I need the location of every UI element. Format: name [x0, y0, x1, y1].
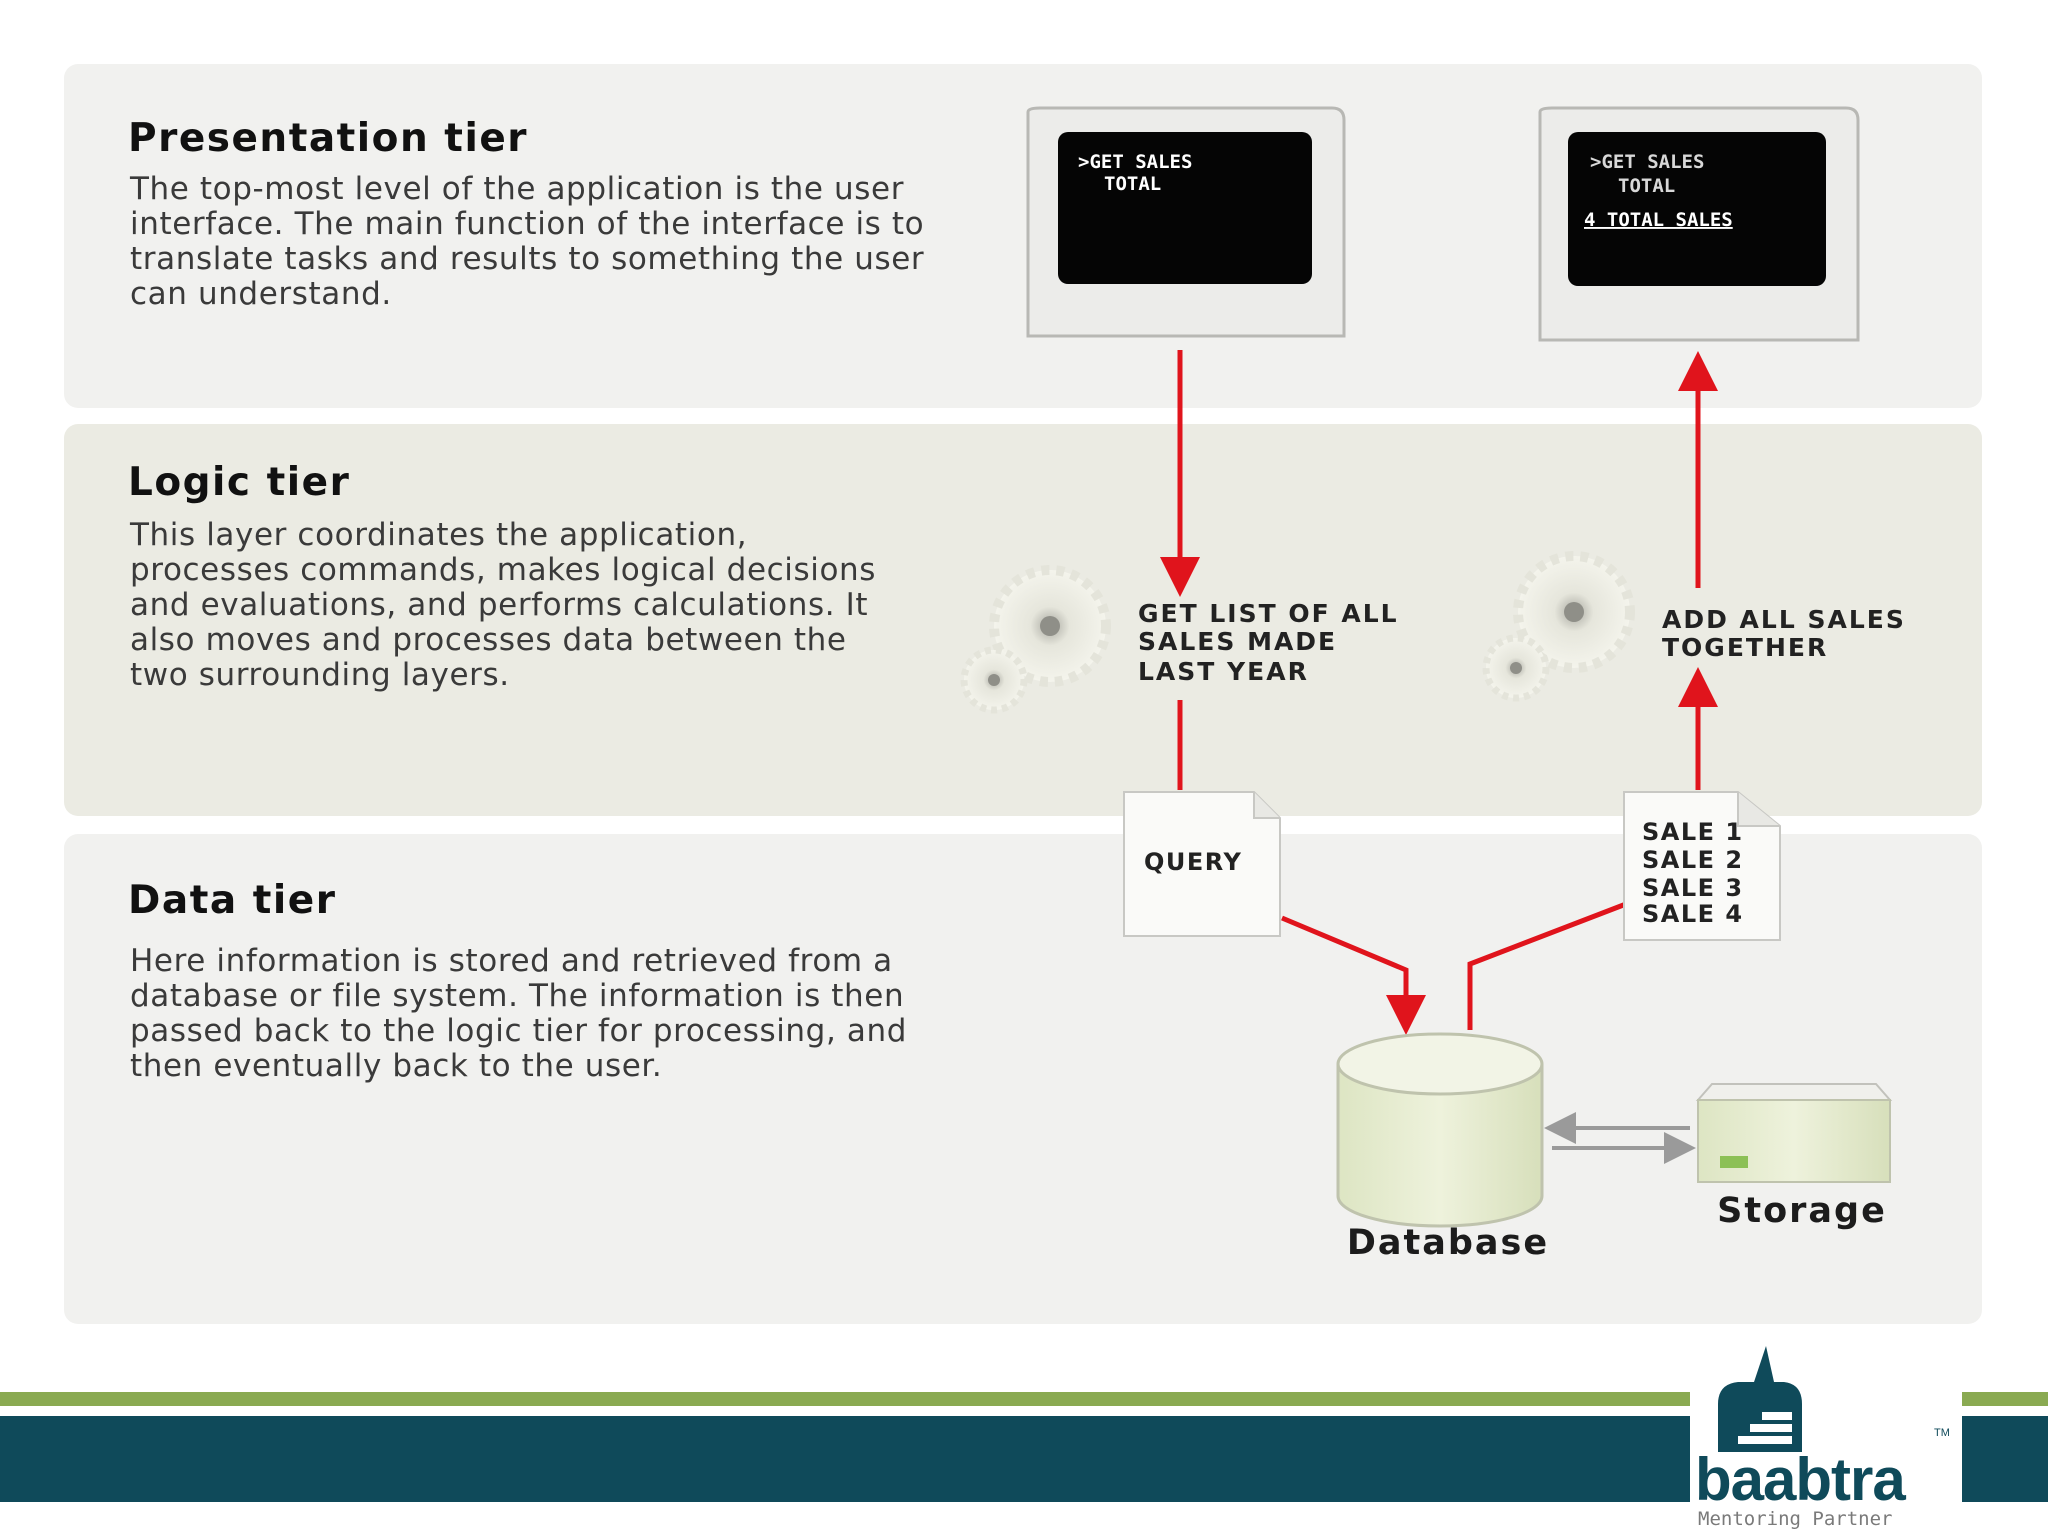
sales-line-2: SALE 2 — [1642, 846, 1744, 874]
gear-hub-small-left — [988, 674, 1000, 686]
presentation-tier-title: Presentation tier — [128, 116, 528, 161]
arrow-query-to-database — [1281, 915, 1426, 1035]
sales-document-fold — [1737, 792, 1780, 827]
storage-indicator-light — [1720, 1156, 1748, 1168]
database-cylinder-body — [1336, 1064, 1544, 1228]
step-left-line1: GET LIST OF ALL — [1138, 599, 1399, 628]
query-document-fold — [1253, 792, 1280, 819]
sales-document-page — [1623, 791, 1781, 941]
step-left-line3: LAST YEAR — [1138, 657, 1309, 686]
logic-tier-description: This layer coordinates the application, … — [130, 517, 877, 693]
terminal-left: >GET SALES TOTAL — [1026, 106, 1346, 338]
gear-hub-large-left — [1040, 616, 1060, 636]
gear-icon — [960, 565, 1111, 714]
data-tier-description: Here information is stored and retrieved… — [130, 943, 907, 1084]
step-left-line2: SALES MADE — [1138, 627, 1337, 656]
sales-line-3: SALE 3 — [1642, 874, 1744, 902]
data-flow-arrows — [1160, 350, 1718, 1035]
logo-step-3 — [1762, 1412, 1792, 1420]
baabtra-logo-icon: baabtra TM Mentoring Partner — [1695, 1346, 1950, 1530]
logic-tier-title: Logic tier — [128, 460, 351, 505]
gear-hub-large-right — [1564, 602, 1584, 622]
terminal-right-line1: >GET SALES — [1590, 151, 1704, 173]
logo-step-2 — [1750, 1424, 1792, 1432]
terminal-left-screen — [1058, 132, 1312, 284]
step-right-line1: ADD ALL SALES — [1662, 605, 1906, 634]
footer-green-stripe — [0, 1392, 2048, 1406]
terminal-right: >GET SALES TOTAL 4 TOTAL SALES — [1538, 106, 1860, 342]
logo-trademark: TM — [1934, 1427, 1950, 1439]
sales-line-4: SALE 4 — [1642, 900, 1744, 928]
baabtra-logo: baabtra TM Mentoring Partner — [1690, 1344, 1962, 1532]
terminal-left-line2: TOTAL — [1104, 173, 1161, 195]
logo-wordmark: baabtra — [1695, 1446, 1906, 1513]
arrow-database-to-results — [1467, 901, 1627, 1030]
step-label-right: ADD ALL SALES TOGETHER — [1662, 605, 1906, 662]
step-right-line2: TOGETHER — [1662, 633, 1828, 662]
terminal-right-result: 4 TOTAL SALES — [1584, 209, 1733, 231]
logo-tagline: Mentoring Partner — [1698, 1508, 1892, 1530]
sales-document-icon: SALE 1 SALE 2 SALE 3 SALE 4 — [1623, 791, 1781, 941]
query-document-label: QUERY — [1144, 848, 1242, 876]
terminal-right-line2: TOTAL — [1618, 175, 1675, 197]
storage-box-top — [1695, 1083, 1893, 1101]
gear-icon — [1482, 551, 1635, 702]
terminal-right-screen — [1568, 132, 1826, 286]
database-icon: Database — [1336, 1032, 1549, 1263]
query-document-page — [1123, 791, 1281, 937]
storage-box-body — [1697, 1099, 1891, 1183]
terminal-left-line1: >GET SALES — [1078, 151, 1192, 173]
presentation-tier-description: The top-most level of the application is… — [130, 171, 925, 312]
sales-line-1: SALE 1 — [1642, 818, 1744, 846]
data-tier-title: Data tier — [128, 878, 337, 923]
gear-hub-small-right — [1510, 662, 1522, 674]
database-label: Database — [1347, 1223, 1549, 1263]
storage-label: Storage — [1717, 1191, 1887, 1231]
database-cylinder-top — [1336, 1032, 1544, 1096]
storage-icon: Storage — [1695, 1083, 1893, 1231]
query-document-icon: QUERY — [1123, 791, 1281, 937]
logo-step-1 — [1738, 1436, 1792, 1444]
step-label-left: GET LIST OF ALL SALES MADE LAST YEAR — [1138, 599, 1399, 686]
